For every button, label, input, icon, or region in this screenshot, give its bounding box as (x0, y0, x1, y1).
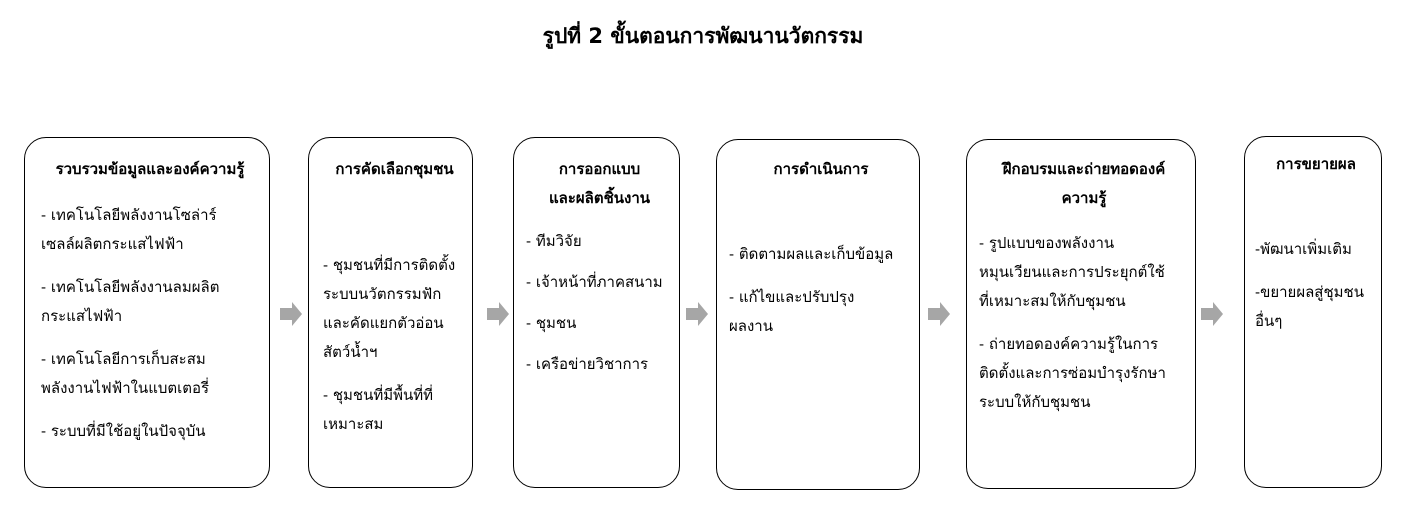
step-item: - ทีมวิจัย (526, 227, 673, 256)
step-title: การดำเนินการ (729, 155, 913, 184)
step-item-line: - เทคโนโลยีพลังงานโซล่าร์ (41, 206, 217, 224)
step-title-line: ฝึกอบรมและถ่ายทอดองค์ (1002, 160, 1166, 178)
step-item-line: - เทคโนโลยีการเก็บสะสม (41, 350, 206, 368)
step-item-line: ผลงาน (729, 317, 773, 335)
step-item: - เจ้าหน้าที่ภาคสนาม (526, 268, 673, 297)
process-step-box: ฝึกอบรมและถ่ายทอดองค์ความรู้ - รูปแบบของพ… (966, 139, 1196, 489)
step-item-line: - ทีมวิจัย (526, 232, 582, 250)
step-item-line: - เทคโนโลยีพลังงานลมผลิต (41, 278, 220, 296)
step-item-line: - ชุมชน (526, 314, 577, 332)
step-title-line: การคัดเลือกชุมชน (335, 160, 454, 178)
step-item: -ขยายผลสู่ชุมชนอื่นๆ (1255, 278, 1377, 336)
step-item-line: - เครือข่ายวิชาการ (526, 355, 649, 373)
step-item: - แก้ไขและปรับปรุงผลงาน (729, 283, 913, 341)
process-step-box: การขยายผล -พัฒนาเพิ่มเติม -ขยายผลสู่ชุมชนอ… (1244, 136, 1382, 488)
step-title: การขยายผล (1255, 150, 1377, 179)
step-item-line: เซลล์ผลิตกระแสไฟฟ้า (41, 235, 184, 253)
step-item-line: - รูปแบบของพลังงาน (979, 234, 1115, 252)
step-title: การออกแบบและผลิตชิ้นงาน (526, 155, 673, 213)
right-arrow-icon (1201, 302, 1223, 326)
step-item-line: ระบบให้กับชุมชน (979, 393, 1091, 411)
step-items: - ติดตามผลและเก็บข้อมูล - แก้ไขและปรับปรุ… (729, 240, 913, 341)
step-item-line: - แก้ไขและปรับปรุง (729, 288, 855, 306)
step-item: - รูปแบบของพลังงานหมุนเวียนและการประยุกต… (979, 229, 1189, 316)
step-items: - ชุมชนที่มีการติดตั้งระบบนวัตกรรมฟักและ… (323, 251, 466, 439)
step-item-line: - ชุมชนที่มีพื้นที่ที่ (323, 386, 434, 404)
right-arrow-icon (686, 302, 708, 326)
step-items: -พัฒนาเพิ่มเติม -ขยายผลสู่ชุมชนอื่นๆ (1255, 235, 1377, 336)
process-step-box: การดำเนินการ - ติดตามผลและเก็บข้อมูล - แก้… (716, 139, 920, 490)
step-item-line: ที่เหมาะสมให้กับชุมชน (979, 292, 1126, 310)
process-step-box: การคัดเลือกชุมชน - ชุมชนที่มีการติดตั้งระ… (308, 137, 473, 488)
step-item-line: สัตว์น้ำฯ (323, 343, 378, 361)
step-item-line: กระแสไฟฟ้า (41, 307, 123, 325)
step-items: - เทคโนโลยีพลังงานโซล่าร์เซลล์ผลิตกระแสไ… (41, 201, 259, 446)
step-item: - ระบบที่มีใช้อยู่ในปัจจุบัน (41, 417, 259, 446)
step-item-line: เหมาะสม (323, 415, 384, 433)
step-title-line: และผลิตชิ้นงาน (548, 189, 651, 207)
step-item: - ชุมชน (526, 309, 673, 338)
step-item-line: ระบบนวัตกรรมฟัก (323, 285, 442, 303)
step-item-line: และคัดแยกตัวอ่อน (323, 314, 444, 332)
step-item-line: อื่นๆ (1255, 312, 1283, 330)
step-item-line: - ถ่ายทอดองค์ความรู้ในการ (979, 335, 1159, 353)
step-title-line: การออกแบบ (558, 160, 641, 178)
right-arrow-icon (280, 302, 302, 326)
right-arrow-icon (928, 302, 950, 326)
step-item-line: - ระบบที่มีใช้อยู่ในปัจจุบัน (41, 422, 206, 440)
step-item: - เทคโนโลยีพลังงานลมผลิตกระแสไฟฟ้า (41, 273, 259, 331)
step-item-line: - เจ้าหน้าที่ภาคสนาม (526, 273, 663, 291)
step-item-line: -พัฒนาเพิ่มเติม (1255, 240, 1352, 258)
step-item-line: -ขยายผลสู่ชุมชน (1255, 283, 1364, 301)
figure-title: รูปที่ 2 ขั้นตอนการพัฒนานวัตกรรม (542, 24, 864, 48)
step-title-line: ความรู้ (1061, 189, 1107, 207)
step-item: - ติดตามผลและเก็บข้อมูล (729, 240, 913, 269)
step-items: - รูปแบบของพลังงานหมุนเวียนและการประยุกต… (979, 229, 1189, 417)
step-item: - ถ่ายทอดองค์ความรู้ในการติดตั้งและการซ่… (979, 330, 1189, 417)
step-item: - ชุมชนที่มีการติดตั้งระบบนวัตกรรมฟักและ… (323, 251, 466, 367)
step-item: - เครือข่ายวิชาการ (526, 350, 673, 379)
step-item: - ชุมชนที่มีพื้นที่ที่เหมาะสม (323, 381, 466, 439)
step-item-line: หมุนเวียนและการประยุกต์ใช้ (979, 263, 1165, 281)
step-items: - ทีมวิจัย - เจ้าหน้าที่ภาคสนาม - ชุมชน - เ… (526, 227, 673, 379)
step-item-line: - ชุมชนที่มีการติดตั้ง (323, 256, 456, 274)
step-item: - เทคโนโลยีการเก็บสะสมพลังงานไฟฟ้าในแบตเ… (41, 345, 259, 403)
step-title: รวบรวมข้อมูลและองค์ความรู้ (41, 155, 259, 184)
step-item-line: ติดตั้งและการซ่อมบำรุงรักษา (979, 364, 1166, 382)
step-item: - เทคโนโลยีพลังงานโซล่าร์เซลล์ผลิตกระแสไ… (41, 201, 259, 259)
step-title-line: การขยายผล (1276, 155, 1356, 173)
step-title-line: รวบรวมข้อมูลและองค์ความรู้ (55, 160, 245, 178)
step-title-line: การดำเนินการ (773, 160, 869, 178)
right-arrow-icon (487, 302, 509, 326)
process-step-box: รวบรวมข้อมูลและองค์ความรู้ - เทคโนโลยีพลั… (24, 137, 270, 488)
step-item-line: พลังงานไฟฟ้าในแบตเตอรี่ (41, 379, 210, 397)
step-title: ฝึกอบรมและถ่ายทอดองค์ความรู้ (979, 155, 1189, 213)
process-step-box: การออกแบบและผลิตชิ้นงาน - ทีมวิจัย - เจ้าห… (513, 137, 680, 488)
step-item: -พัฒนาเพิ่มเติม (1255, 235, 1377, 264)
step-title: การคัดเลือกชุมชน (323, 155, 466, 184)
step-item-line: - ติดตามผลและเก็บข้อมูล (729, 245, 894, 263)
